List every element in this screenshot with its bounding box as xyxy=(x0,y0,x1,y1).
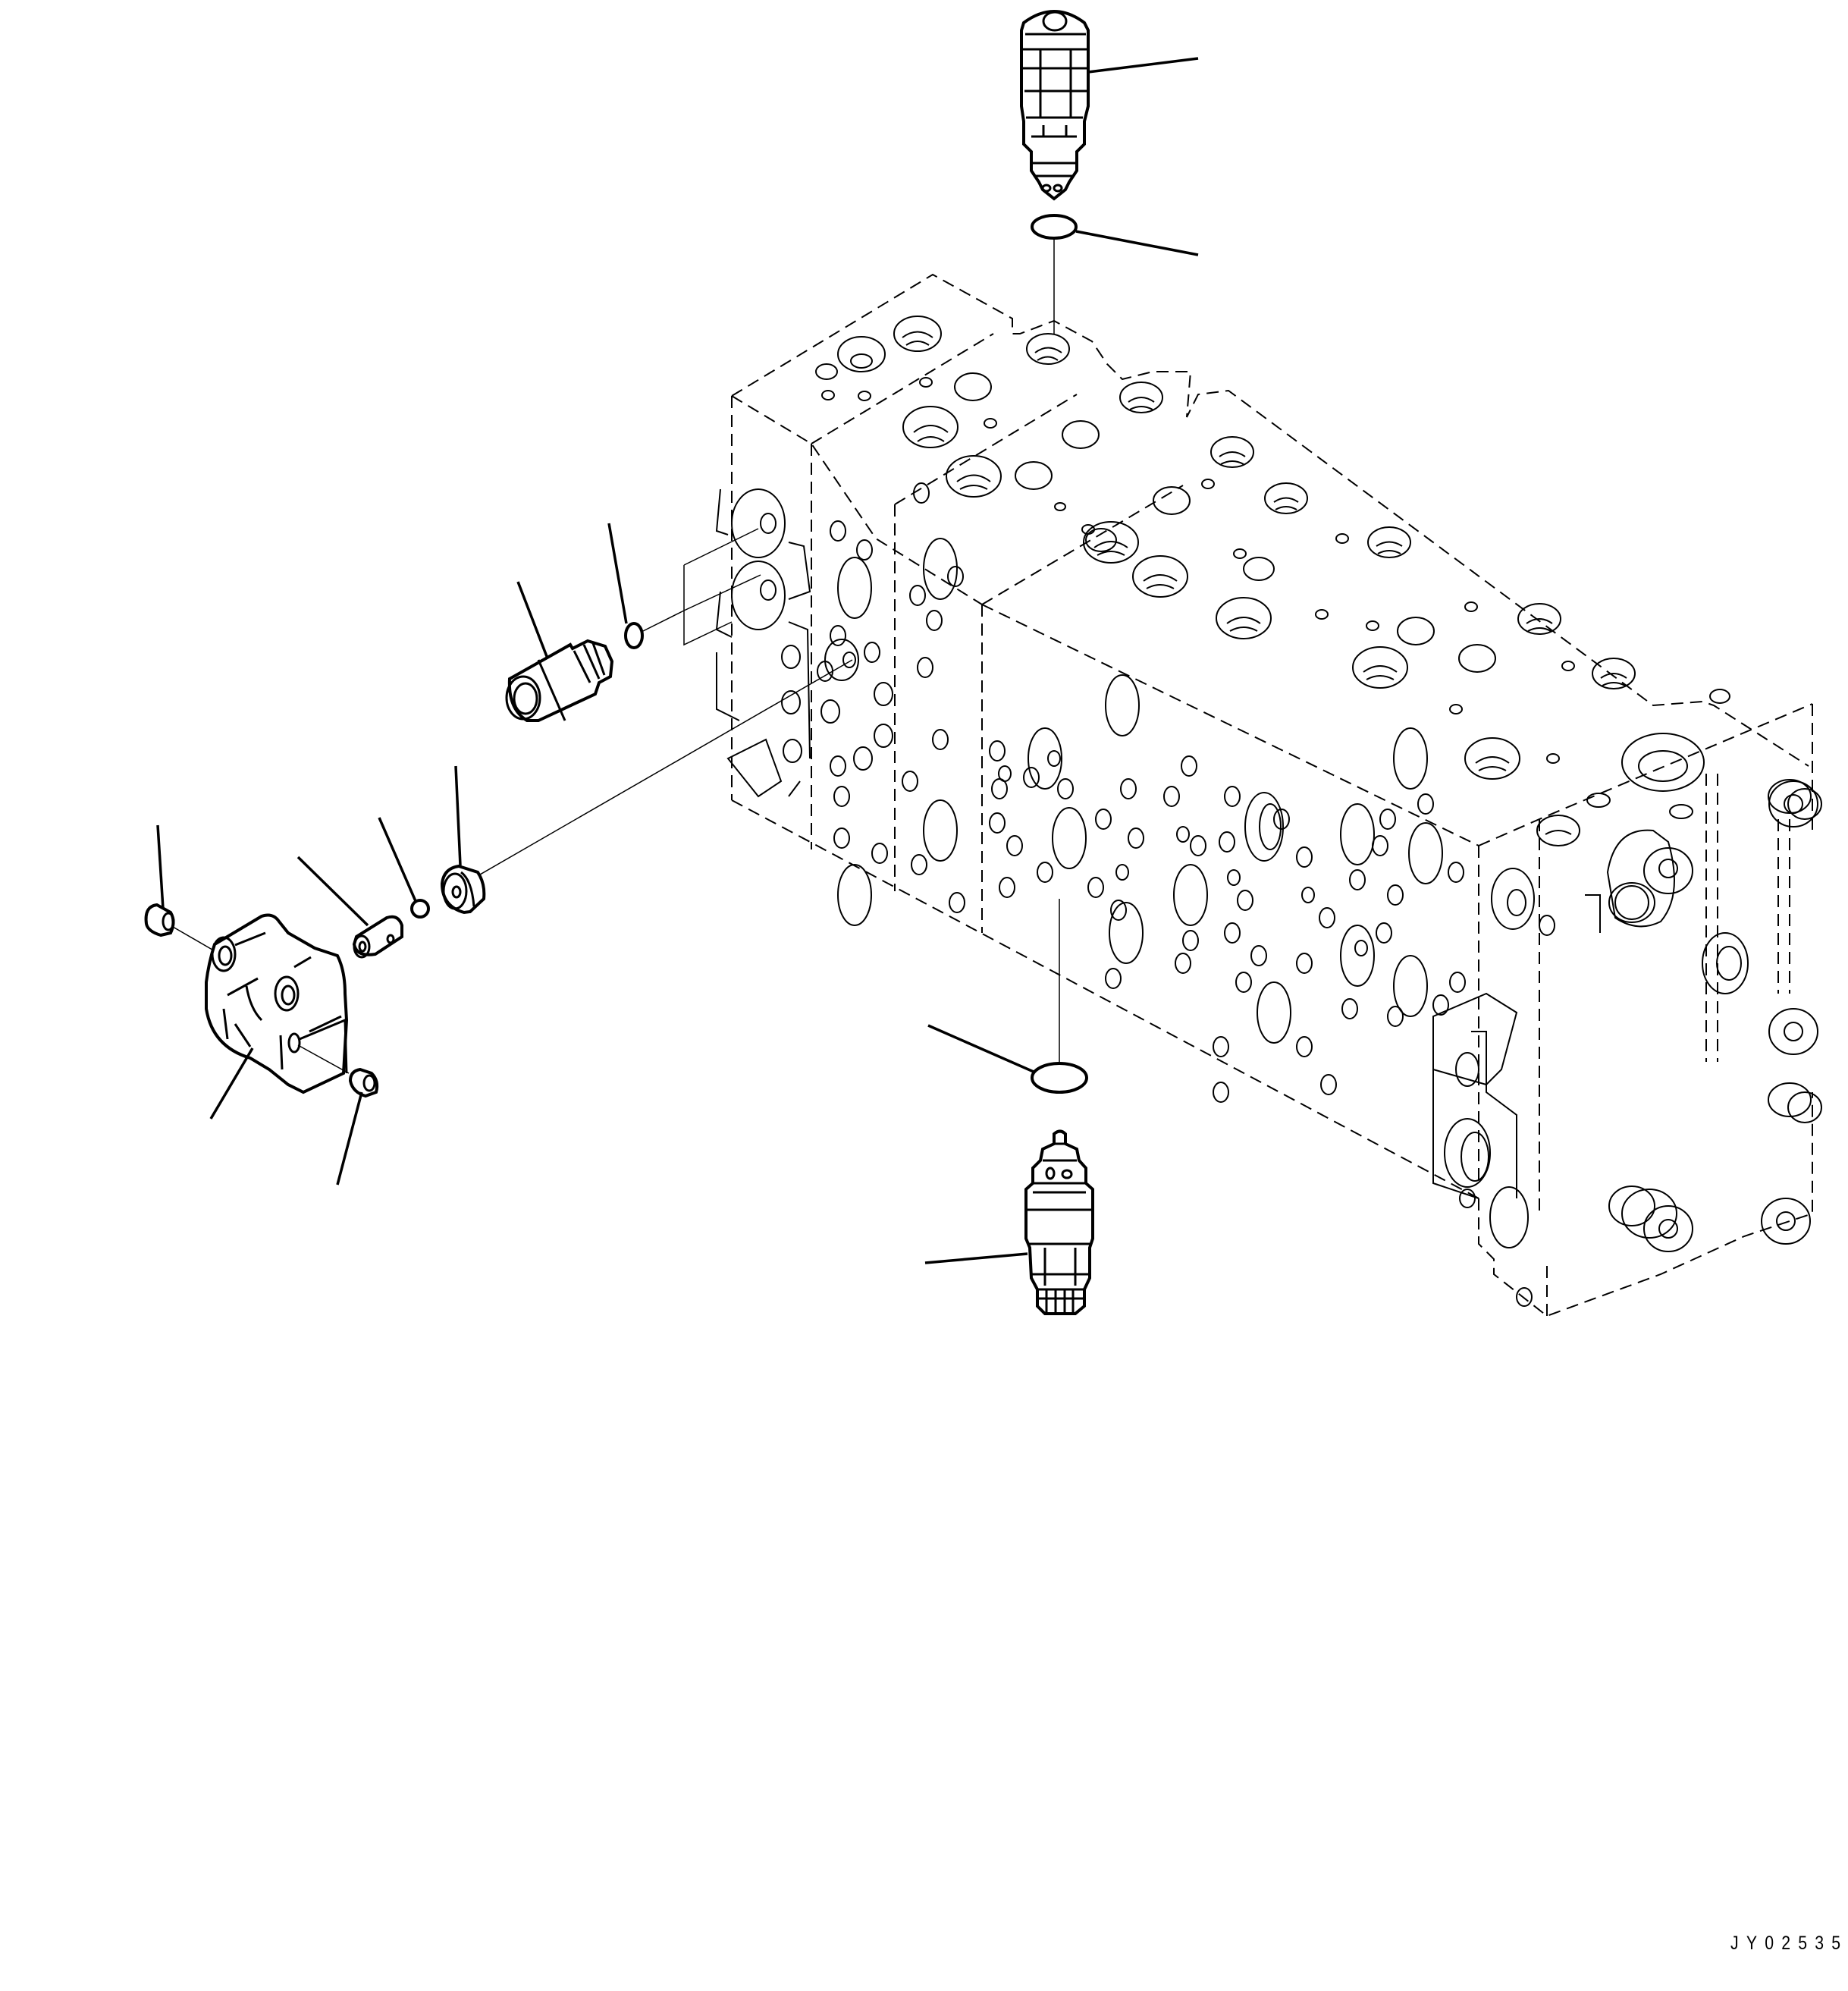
bottom-relief-valve-leader xyxy=(924,1252,1028,1264)
cover-body xyxy=(205,913,350,1094)
right-end-ports xyxy=(1432,779,1822,1307)
sleeve-centerline xyxy=(641,528,761,646)
bottom-relief-valve xyxy=(1024,1129,1094,1315)
top-o-ring-leader xyxy=(1075,230,1199,256)
small-o-ring xyxy=(624,622,644,649)
ball-leader xyxy=(378,817,417,902)
spool xyxy=(352,915,403,959)
top-ports xyxy=(815,316,1730,846)
spool-leader xyxy=(296,856,369,927)
sleeve-plug-leader xyxy=(516,581,549,659)
sleeve-plug xyxy=(505,639,614,722)
screw-plug-lower-leader xyxy=(336,1091,363,1185)
small-o-ring-leader xyxy=(607,523,628,624)
bottom-o-ring-leader xyxy=(927,1024,1034,1073)
left-face-ports xyxy=(715,488,859,798)
cap xyxy=(440,864,486,915)
top-o-ring xyxy=(1031,214,1078,240)
screw-plug-upper-leader xyxy=(156,824,165,909)
cover-body-leader xyxy=(209,1047,254,1120)
bottom-o-ring xyxy=(1031,1062,1088,1094)
plug-upper-centerline xyxy=(172,926,217,953)
screw-plug-lower xyxy=(348,1067,379,1098)
ball xyxy=(410,899,430,919)
cap-centerline xyxy=(479,659,853,875)
control-valve-block xyxy=(715,273,1822,1317)
cap-leader xyxy=(454,765,462,866)
top-relief-valve xyxy=(1020,10,1090,201)
top-relief-valve-leader xyxy=(1087,57,1199,74)
front-face-ports xyxy=(817,482,1466,1103)
screw-plug-upper xyxy=(144,903,175,937)
drawing-id-label: JY025359 xyxy=(1730,1933,1848,1954)
